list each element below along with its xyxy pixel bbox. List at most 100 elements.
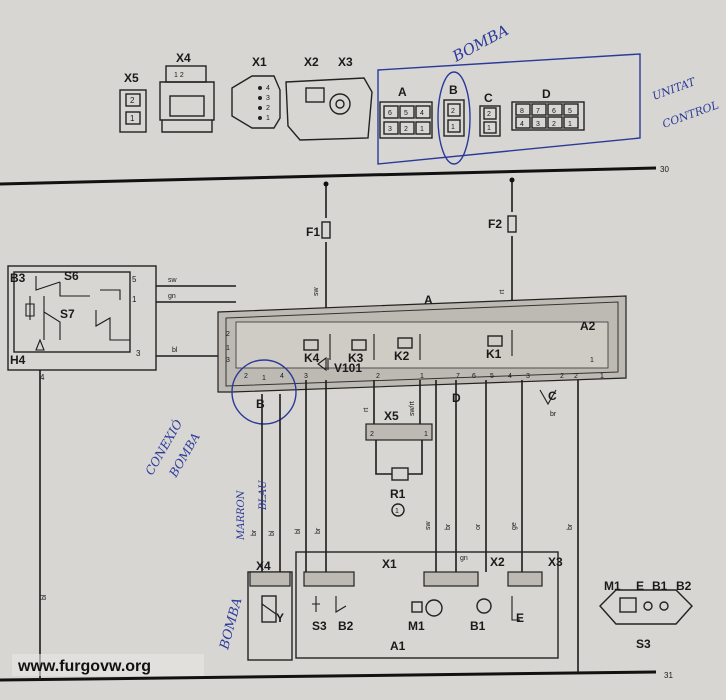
svg-text:bl: bl <box>295 528 302 534</box>
svg-text:4: 4 <box>520 121 524 128</box>
connector-x4-shape <box>159 65 215 133</box>
connector-x2-x3-shape <box>285 77 373 141</box>
svg-text:M1: M1 <box>408 619 425 633</box>
svg-text:7: 7 <box>456 373 460 380</box>
label-a: A <box>424 293 433 307</box>
svg-text:S3: S3 <box>312 619 327 633</box>
rail-30-label: 30 <box>660 165 669 174</box>
connector-x5-shape <box>119 89 147 133</box>
relay-k2 <box>397 334 421 360</box>
label-b: B <box>256 397 265 411</box>
handwritten-marro: MARRON <box>236 489 247 541</box>
svg-text:br: br <box>251 529 258 536</box>
svg-text:bl: bl <box>269 530 276 536</box>
svg-text:3: 3 <box>536 121 540 128</box>
label-x4: X4 <box>176 51 191 65</box>
svg-text:M1: M1 <box>604 579 621 593</box>
control-unit <box>217 295 627 393</box>
svg-text:B2: B2 <box>676 579 692 593</box>
svg-text:X1: X1 <box>382 557 397 571</box>
svg-text:gn: gn <box>460 555 468 562</box>
svg-text:1: 1 <box>451 124 455 131</box>
connector-legend: X5 2 1 X4 1 2 X1 4 3 2 1 X2 X3 <box>119 51 373 141</box>
svg-text:1: 1 <box>132 295 137 304</box>
label-s6: S6 <box>64 269 79 283</box>
svg-text:2: 2 <box>226 331 230 338</box>
svg-text:S3: S3 <box>636 637 651 651</box>
watermark: www.furgovw.org <box>17 658 151 675</box>
svg-text:6: 6 <box>472 373 476 380</box>
svg-text:br: br <box>445 523 452 530</box>
svg-text:ge: ge <box>511 522 518 530</box>
svg-text:Y: Y <box>276 611 284 625</box>
svg-text:K2: K2 <box>394 349 410 363</box>
svg-text:rt: rt <box>499 290 506 294</box>
svg-text:4: 4 <box>508 373 512 380</box>
svg-text:B1: B1 <box>652 579 668 593</box>
fuse-f1 <box>321 181 331 310</box>
svg-text:X2: X2 <box>490 555 505 569</box>
inset-heater-view <box>599 589 693 625</box>
svg-text:E: E <box>636 579 644 593</box>
svg-text:1: 1 <box>487 125 491 132</box>
svg-text:1: 1 <box>395 508 399 515</box>
svg-text:2: 2 <box>487 111 491 118</box>
svg-text:3: 3 <box>388 126 392 133</box>
plug-a-label: A <box>398 85 407 99</box>
svg-text:6: 6 <box>552 108 556 115</box>
control-unit-pins: 2 1 3 2 1 4 3 2 1 7 6 5 4 3 2 1 2 1 <box>226 331 604 382</box>
handwritten-bomba-bottom: BOMBA <box>217 596 245 652</box>
svg-text:V101: V101 <box>334 361 362 375</box>
svg-text:E: E <box>516 611 524 625</box>
svg-text:2: 2 <box>130 96 135 105</box>
relay-k3 <box>351 334 375 360</box>
svg-text:2: 2 <box>370 431 374 438</box>
svg-text:A1: A1 <box>390 639 406 653</box>
x4-pin-labels: 1 2 <box>174 72 184 79</box>
handwritten-bomba-top: BOMBA <box>449 21 512 66</box>
diode-v101 <box>317 356 329 372</box>
svg-text:br: br <box>315 527 322 534</box>
svg-text:6: 6 <box>388 110 392 117</box>
svg-text:K4: K4 <box>304 351 320 365</box>
svg-text:B2: B2 <box>338 619 354 633</box>
svg-text:X4: X4 <box>256 559 271 573</box>
svg-text:1: 1 <box>420 373 424 380</box>
svg-text:1: 1 <box>266 115 270 122</box>
svg-text:4: 4 <box>40 373 45 382</box>
label-x1: X1 <box>252 55 267 69</box>
label-x2: X2 <box>304 55 319 69</box>
svg-text:5: 5 <box>132 275 137 284</box>
svg-text:X3: X3 <box>548 555 563 569</box>
heater-a1 <box>295 551 559 659</box>
svg-text:K3: K3 <box>348 351 364 365</box>
svg-text:2: 2 <box>552 121 556 128</box>
plug-b-label: B <box>449 83 458 97</box>
rail-31 <box>0 670 657 682</box>
svg-text:2: 2 <box>574 373 578 380</box>
svg-text:sw: sw <box>168 277 178 284</box>
handwritten-control: CONTROL <box>661 98 721 130</box>
svg-text:5: 5 <box>490 373 494 380</box>
label-b3: B3 <box>10 271 26 285</box>
svg-text:bl: bl <box>172 347 178 354</box>
plug-b-circle-mark <box>437 71 471 165</box>
svg-text:sw/rt: sw/rt <box>409 401 416 416</box>
svg-text:5: 5 <box>568 108 572 115</box>
handwritten-blau: BLAU <box>258 480 269 511</box>
svg-text:8: 8 <box>520 108 524 115</box>
svg-text:2: 2 <box>404 126 408 133</box>
conexio-bomba-circle <box>231 359 297 425</box>
svg-text:2: 2 <box>266 105 270 112</box>
svg-text:3: 3 <box>526 373 530 380</box>
plugs-frame <box>377 53 641 165</box>
svg-text:2: 2 <box>244 373 248 380</box>
svg-text:1: 1 <box>226 345 230 352</box>
harness-wires <box>261 380 579 672</box>
label-x5: X5 <box>124 71 139 85</box>
svg-text:4: 4 <box>266 85 270 92</box>
svg-text:4: 4 <box>420 110 424 117</box>
switch-module-b3 <box>7 265 157 371</box>
